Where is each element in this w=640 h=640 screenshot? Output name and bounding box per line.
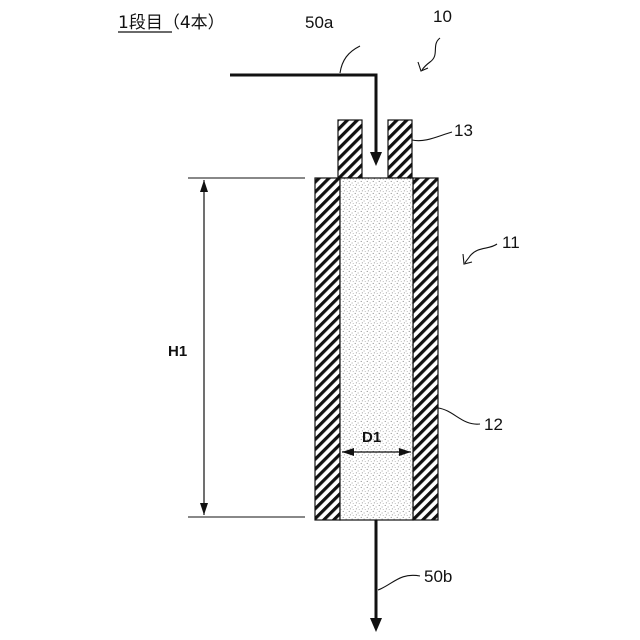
column-wall-left — [315, 178, 340, 520]
h1-arrow-top — [200, 180, 208, 192]
pointer-10-head — [418, 62, 428, 71]
label-d1: D1 — [362, 429, 381, 446]
nozzle-right — [388, 120, 412, 178]
column-packing — [340, 178, 413, 520]
outlet-arrowhead — [370, 618, 382, 632]
nozzle-left — [338, 120, 362, 178]
label-11: 11 — [502, 233, 520, 252]
pointer-11 — [465, 244, 497, 263]
label-10: 10 — [433, 7, 452, 26]
label-12: 12 — [484, 415, 503, 434]
figure-title: 1段目（4本） — [118, 13, 225, 33]
pointer-10 — [422, 38, 440, 70]
label-50b: 50b — [424, 567, 452, 586]
leader-50b — [378, 575, 420, 590]
h1-arrow-bottom — [200, 503, 208, 515]
label-h1: H1 — [168, 343, 187, 360]
label-13: 13 — [454, 121, 473, 140]
leader-12 — [438, 408, 480, 424]
inlet-arrowhead — [370, 152, 382, 166]
leader-50a — [340, 46, 360, 73]
column-wall-right — [413, 178, 438, 520]
label-50a: 50a — [305, 13, 334, 32]
leader-13 — [412, 132, 452, 141]
